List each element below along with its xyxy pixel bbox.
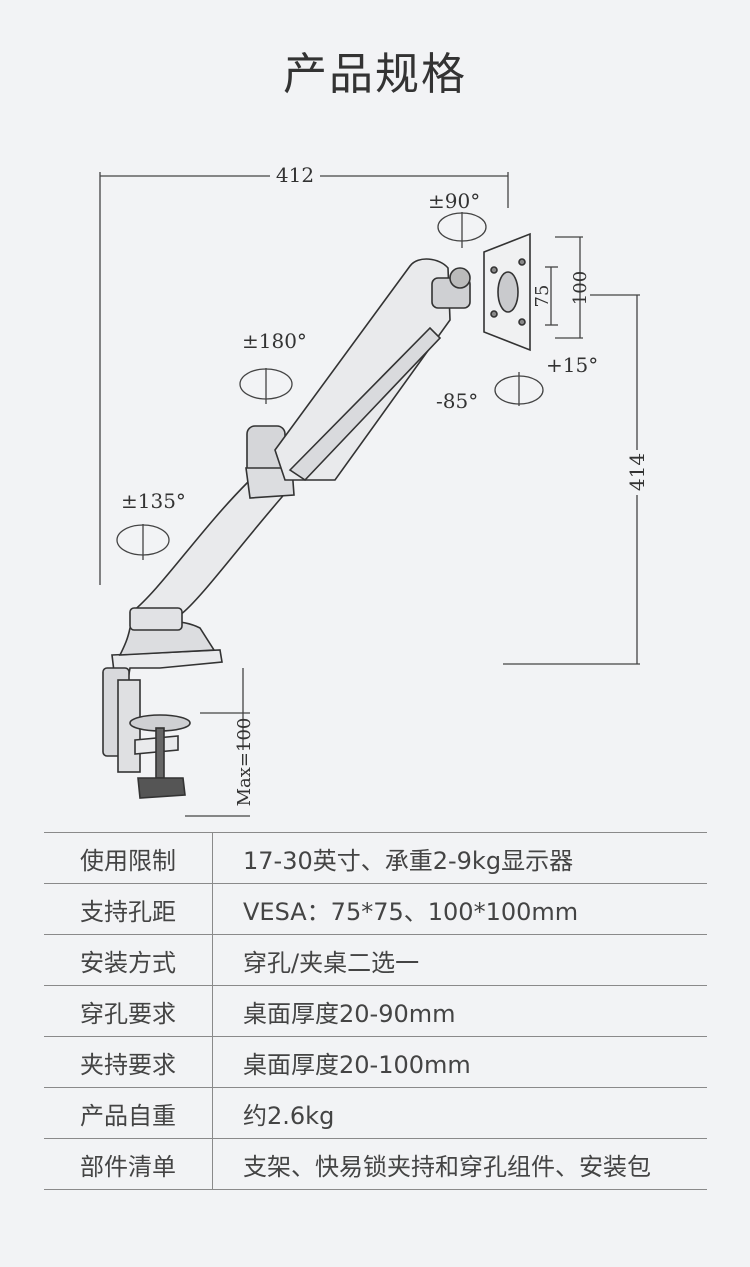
vesa-small-label: 75 <box>532 285 553 308</box>
spec-label: 安装方式 <box>44 934 213 986</box>
spec-value: 支架、快易锁夹持和穿孔组件、安装包 <box>212 1138 707 1190</box>
table-row: 夹持要求 桌面厚度20-100mm <box>44 1036 707 1088</box>
height-dimension-label: 414 <box>625 453 649 491</box>
spec-label: 夹持要求 <box>44 1036 213 1088</box>
spec-label: 穿孔要求 <box>44 985 213 1037</box>
table-row: 部件清单 支架、快易锁夹持和穿孔组件、安装包 <box>44 1138 707 1190</box>
table-row: 产品自重 约2.6kg <box>44 1087 707 1139</box>
spec-value: 桌面厚度20-90mm <box>212 985 707 1037</box>
spec-value: 桌面厚度20-100mm <box>212 1036 707 1088</box>
tilt-down-label: -85° <box>436 389 478 413</box>
spec-label: 使用限制 <box>44 832 213 884</box>
spec-value: VESA：75*75、100*100mm <box>212 883 707 935</box>
table-row: 支持孔距 VESA：75*75、100*100mm <box>44 883 707 935</box>
rotation-top-label: ±90° <box>428 189 480 213</box>
spec-table: 使用限制 17-30英寸、承重2-9kg显示器 支持孔距 VESA：75*75、… <box>44 832 707 1190</box>
spec-value: 约2.6kg <box>212 1087 707 1139</box>
table-row: 穿孔要求 桌面厚度20-90mm <box>44 985 707 1037</box>
spec-label: 支持孔距 <box>44 883 213 935</box>
spec-label: 部件清单 <box>44 1138 213 1190</box>
page-title: 产品规格 <box>283 49 467 100</box>
table-row: 使用限制 17-30英寸、承重2-9kg显示器 <box>44 832 707 884</box>
rotation-mid-label: ±180° <box>242 329 307 353</box>
rotation-low-label: ±135° <box>121 489 186 513</box>
spec-value: 穿孔/夹桌二选一 <box>212 934 707 986</box>
vesa-large-label: 100 <box>570 271 591 305</box>
clamp-max-label: Max=100 <box>234 718 255 807</box>
tilt-up-label: +15° <box>546 353 598 377</box>
spec-value: 17-30英寸、承重2-9kg显示器 <box>212 832 707 884</box>
spec-label: 产品自重 <box>44 1087 213 1139</box>
width-dimension-label: 412 <box>276 163 314 187</box>
table-row: 安装方式 穿孔/夹桌二选一 <box>44 934 707 986</box>
product-dimension-diagram: 412 414 75 100 Max=100 ±90° ±180° ±135° … <box>99 163 649 817</box>
